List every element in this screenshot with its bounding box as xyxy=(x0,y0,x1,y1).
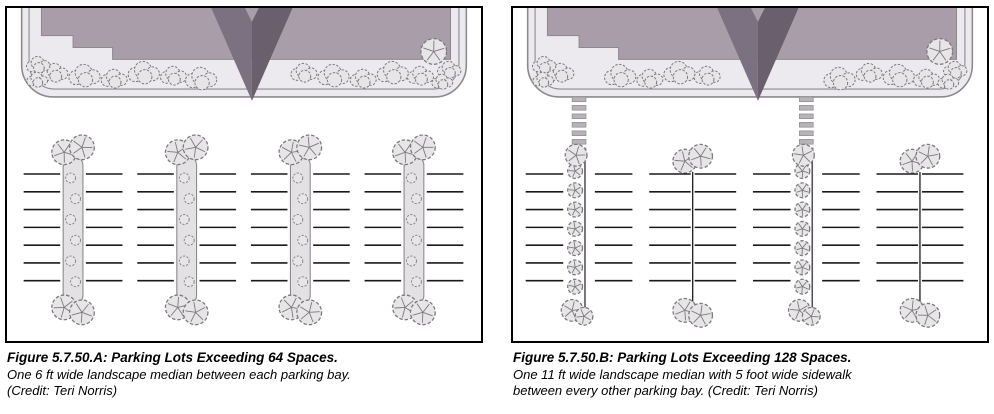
figure-b: Figure 5.7.50.B: Parking Lots Exceeding … xyxy=(511,6,989,414)
tree-icon xyxy=(296,299,323,326)
shrub-icon xyxy=(693,65,721,86)
entry-canopy xyxy=(211,8,293,101)
shrub-icon xyxy=(937,73,960,90)
foundation-planting xyxy=(26,37,462,91)
tree-icon xyxy=(567,162,584,180)
parking-stall-lines xyxy=(649,173,737,282)
bay-divider-line xyxy=(672,143,714,328)
figure-b-caption-line-2: between every other parking bay. (Credit… xyxy=(513,383,818,399)
tree-icon xyxy=(567,278,584,295)
shrub-icon xyxy=(185,66,218,91)
landscape-median xyxy=(164,134,209,326)
parking-stall-lines xyxy=(752,173,860,282)
shrub-icon xyxy=(68,63,101,88)
shrub-icon xyxy=(547,62,575,83)
tree-icon xyxy=(564,143,588,167)
tree-icon xyxy=(801,306,821,326)
plan-box-b xyxy=(511,6,989,343)
tree-icon xyxy=(915,143,941,169)
tree-icon xyxy=(567,259,584,276)
site-plan-b xyxy=(525,8,974,328)
figure-a: Figure 5.7.50.A: Parking Lots Exceeding … xyxy=(5,6,483,414)
landscape-median-with-sidewalk xyxy=(787,143,821,326)
shrub-icon xyxy=(349,68,377,89)
tree-icon xyxy=(794,220,811,237)
tree-icon xyxy=(794,201,811,218)
figure-a-caption-line-2: (Credit: Teri Norris) xyxy=(7,383,118,399)
landscape-median xyxy=(51,134,95,326)
tree-icon xyxy=(574,306,594,326)
shrub-icon xyxy=(663,60,696,85)
tree-icon xyxy=(567,240,584,257)
shrub-icon xyxy=(407,65,435,86)
shrub-icon xyxy=(431,73,454,90)
landscape-median xyxy=(392,134,436,326)
caption-a: Figure 5.7.50.A: Parking Lots Exceeding … xyxy=(7,349,481,400)
shrub-icon xyxy=(532,55,557,74)
caption-b: Figure 5.7.50.B: Parking Lots Exceeding … xyxy=(513,349,987,400)
tree-icon xyxy=(420,37,448,65)
shrub-icon xyxy=(26,71,49,88)
tree-icon xyxy=(926,37,954,65)
shrub-icon xyxy=(290,62,318,83)
figure-b-caption-line-1: One 11 ft wide landscape median with 5 f… xyxy=(513,366,852,382)
parking-stall-lines xyxy=(23,173,123,282)
shrub-icon xyxy=(882,63,915,88)
shrub-icon xyxy=(100,68,128,89)
landscape-median-with-sidewalk xyxy=(560,143,594,326)
tree-icon xyxy=(567,201,584,218)
tree-icon xyxy=(915,302,941,328)
shrub-icon xyxy=(376,60,409,85)
tree-icon xyxy=(794,278,811,295)
tree-icon xyxy=(182,134,209,161)
parking-stall-lines xyxy=(525,173,633,282)
shrub-icon xyxy=(604,63,637,88)
tree-icon xyxy=(567,220,584,237)
tree-icon xyxy=(791,143,815,167)
shrub-icon xyxy=(636,68,664,89)
parking-stall-lines xyxy=(876,173,964,282)
tree-icon xyxy=(567,182,584,199)
figure-a-title: Figure 5.7.50.A: Parking Lots Exceeding … xyxy=(7,350,338,365)
figure-a-caption-line-1: One 6 ft wide landscape median between e… xyxy=(7,366,351,382)
shrub-icon xyxy=(913,68,941,89)
site-plan-a xyxy=(20,8,468,326)
parking-stall-lines xyxy=(364,173,464,282)
parking-stall-lines xyxy=(250,173,350,282)
tree-icon xyxy=(794,259,811,276)
tree-icon xyxy=(68,134,95,161)
tree-icon xyxy=(794,240,811,257)
shrub-icon xyxy=(823,66,856,91)
tree-icon xyxy=(68,299,95,326)
tree-icon xyxy=(688,302,714,328)
shrub-icon xyxy=(855,62,883,83)
parking-stall-lines xyxy=(137,173,237,282)
landscape-median xyxy=(278,134,323,326)
shrub-icon xyxy=(160,65,187,86)
tree-icon xyxy=(409,134,436,161)
shrub-icon xyxy=(532,71,555,88)
shrub-icon xyxy=(127,60,160,85)
figure-b-title: Figure 5.7.50.B: Parking Lots Exceeding … xyxy=(513,350,852,365)
tree-icon xyxy=(182,299,209,326)
tree-icon xyxy=(409,299,436,326)
foundation-planting xyxy=(532,37,968,91)
tree-icon xyxy=(296,134,323,161)
tree-icon xyxy=(794,182,811,199)
shrub-icon xyxy=(317,63,350,88)
bay-divider-line xyxy=(899,143,941,328)
tree-icon xyxy=(688,143,714,169)
shrub-icon xyxy=(41,62,69,83)
plan-box-a xyxy=(5,6,483,343)
